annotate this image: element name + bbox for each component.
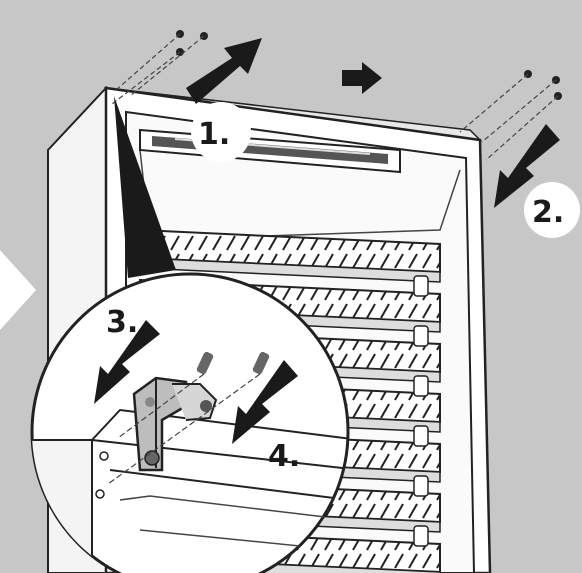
direction-arrow-icon xyxy=(342,62,382,94)
direction-arrow-icon xyxy=(186,38,262,104)
step-label-1: 1. xyxy=(198,117,230,152)
step-label-4: 4. xyxy=(268,439,300,474)
side-pointer xyxy=(0,250,36,330)
step-label-3: 3. xyxy=(106,305,138,340)
step-label-2: 2. xyxy=(532,195,564,230)
